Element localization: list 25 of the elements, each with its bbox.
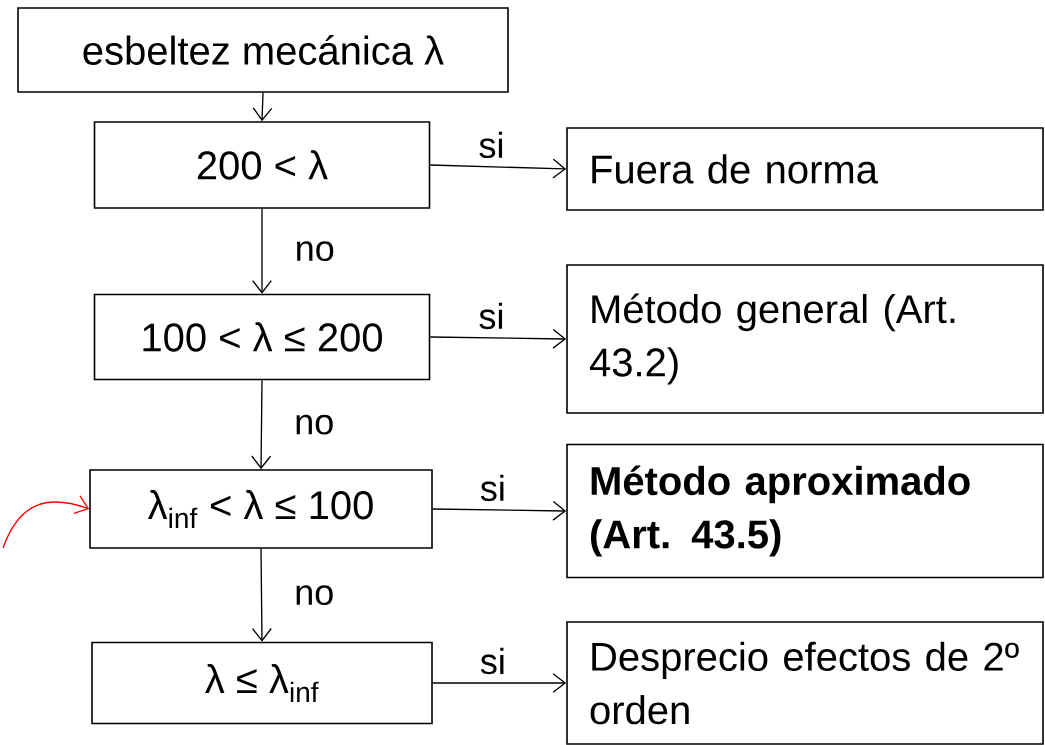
decision-box: λ$_{inf}$ < λ ≤ 100	[89, 469, 433, 549]
arrow	[252, 92, 273, 122]
arrow	[251, 548, 272, 642]
result-box: Método general (Art. 43.2)	[566, 264, 1044, 414]
arrow	[432, 673, 567, 693]
result-box: Fuera de norma	[566, 127, 1044, 211]
arrow	[429, 158, 567, 179]
decision-box: 100 < λ ≤ 200	[93, 293, 431, 381]
result-box: Desprecio efectos de 2º orden	[566, 621, 1044, 745]
edge-label: si	[480, 474, 504, 502]
arrow	[432, 500, 567, 521]
decision-box: esbeltez mecánica λ	[17, 7, 509, 93]
decision-box: λ ≤ λ$_{inf}$	[91, 641, 433, 725]
decision-box: 200 < λ	[93, 121, 431, 209]
edge-label: no	[296, 414, 333, 435]
result-box: Método aproximado (Art. 43.5)	[566, 443, 1044, 579]
edge-label: si	[479, 302, 503, 330]
edge-label: no	[296, 585, 333, 606]
edge-label: si	[480, 647, 504, 675]
arrow	[251, 379, 272, 470]
arrow	[2, 495, 90, 549]
edge-label: si	[479, 131, 503, 159]
arrow	[252, 208, 272, 294]
edge-label: no	[297, 241, 334, 262]
arrow	[429, 328, 567, 349]
